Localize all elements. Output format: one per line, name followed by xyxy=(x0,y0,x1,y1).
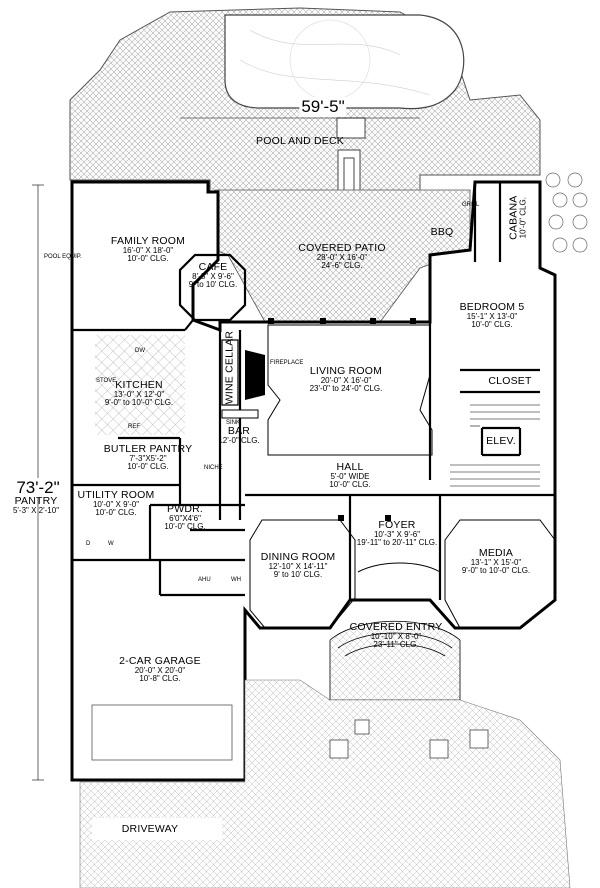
patio-columns xyxy=(268,318,416,521)
fixture-fireplace: FIREPLACE xyxy=(270,360,304,366)
fixture-washer: W xyxy=(108,541,114,547)
pool-and-deck-label: POOL AND DECK xyxy=(256,135,344,147)
bar-counter xyxy=(221,409,259,419)
overall-width-label: 59'-5" xyxy=(299,97,347,117)
fireplace xyxy=(245,350,265,400)
wine-cellar-box xyxy=(221,339,239,406)
media-room-outline xyxy=(444,519,556,629)
room-pwdr: PWDR.6'0"X4'6"10'-0" CLG. xyxy=(164,503,206,532)
fixture-grill: GRILL xyxy=(462,202,480,208)
pool xyxy=(224,14,465,110)
fixture-stove: STOVE xyxy=(96,378,117,384)
overall-depth-label: 73'-2" xyxy=(16,478,60,498)
fixture-sink: SINK xyxy=(226,420,241,426)
fixture-wh: WH xyxy=(231,577,241,583)
kitchen-floor xyxy=(95,335,185,435)
pool-equip-label: POOL EQUIP. xyxy=(44,254,82,260)
entry-steps xyxy=(329,620,461,701)
landscape-shrubs xyxy=(545,172,588,253)
entry-planters xyxy=(329,719,489,759)
fixture-niche: NICHE xyxy=(204,465,223,471)
foyer-arch xyxy=(357,562,441,573)
fixture-dw: DW xyxy=(135,348,145,354)
interior-walls xyxy=(72,182,555,600)
garage-door xyxy=(91,704,233,761)
fixture-ref: REF xyxy=(128,424,140,430)
stairs xyxy=(450,404,540,487)
room-wine-cellar: WINE CELLAR xyxy=(223,330,236,405)
room-closet: CLOSET xyxy=(488,375,532,387)
driveway-label: DRIVEWAY xyxy=(121,823,179,835)
dining-room-outline xyxy=(249,519,356,629)
room-elev: ELEV. xyxy=(486,435,516,447)
fixture-dryer: D xyxy=(86,541,91,547)
room-bbq: BBQ xyxy=(430,226,454,238)
fixture-ahu: AHU xyxy=(198,577,211,583)
